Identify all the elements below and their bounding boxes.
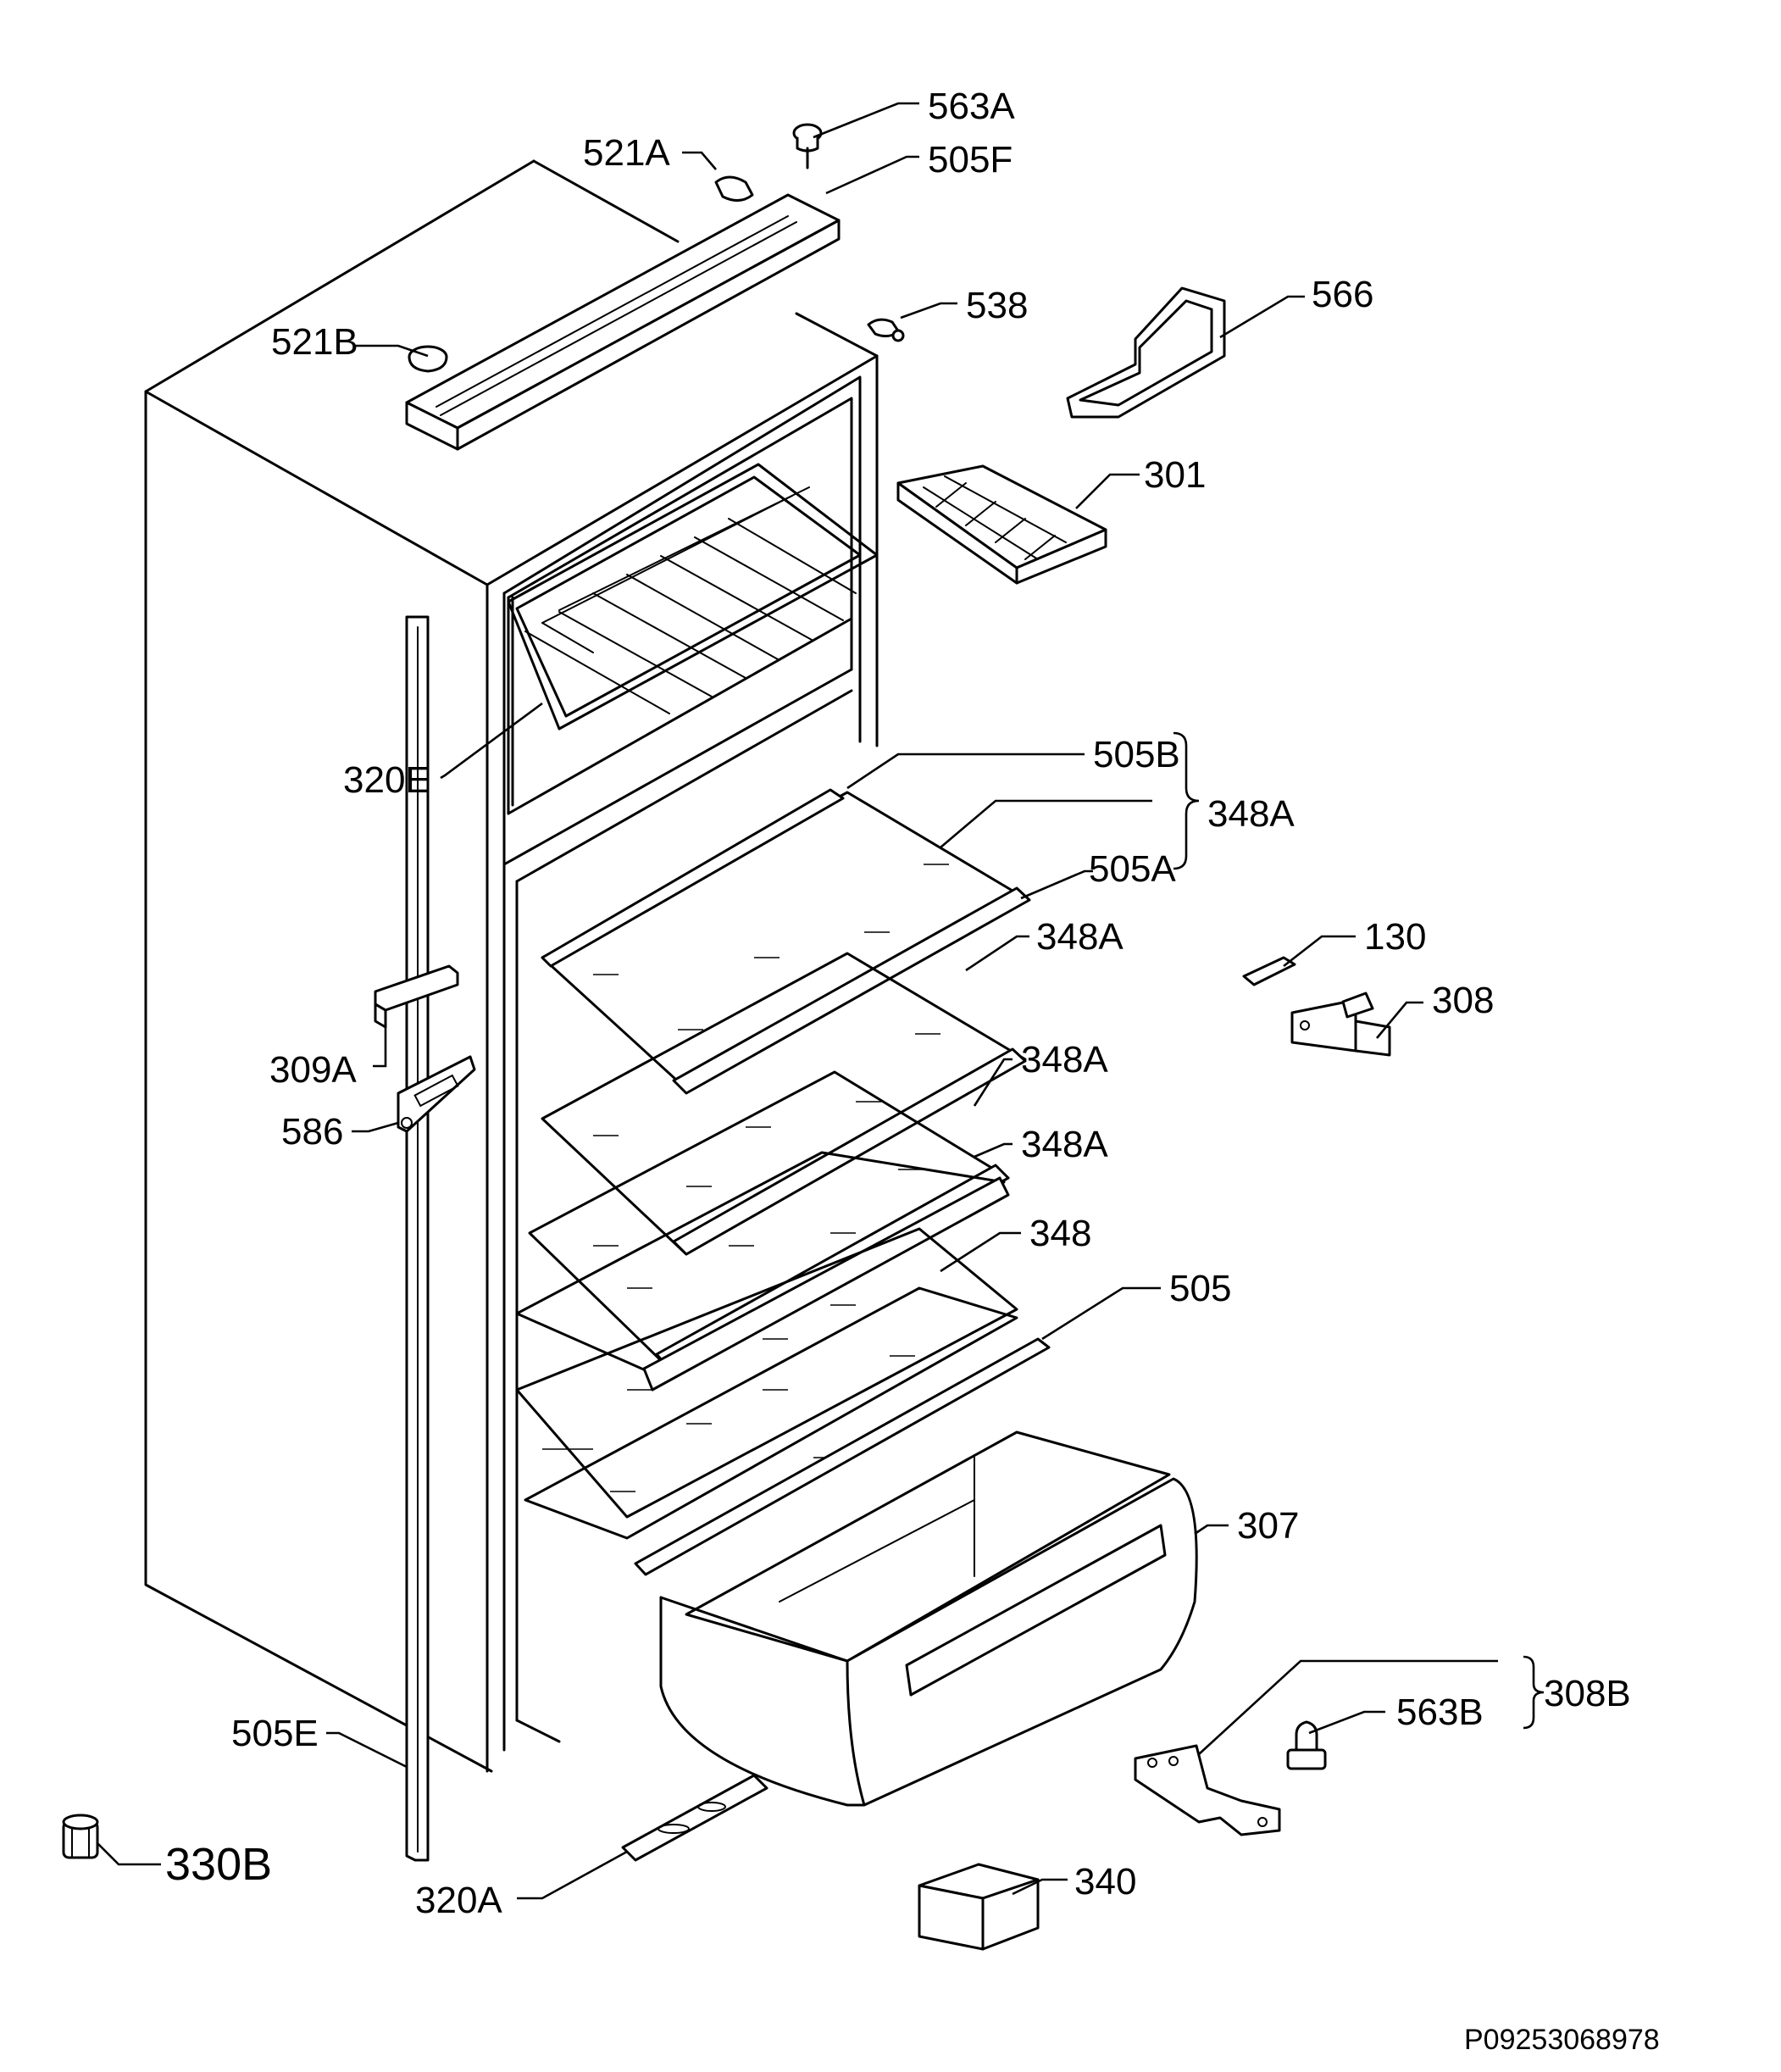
label-348a-group: 348A (1207, 793, 1295, 835)
crisper-drawer-307 (659, 1430, 1198, 1807)
label-521b: 521B (271, 321, 358, 363)
pin-563a (792, 123, 823, 169)
label-505e: 505E (231, 1713, 319, 1754)
label-309a: 309A (269, 1049, 357, 1091)
cabinet-body (144, 159, 879, 1773)
leader-lines (97, 102, 1545, 1900)
glass-shelf-348a-top (541, 788, 1031, 1095)
label-340: 340 (1074, 1861, 1136, 1903)
trim-strip-505 (634, 1337, 1051, 1576)
bottom-grille-320a (621, 1774, 768, 1862)
label-320a: 320A (415, 1880, 502, 1921)
freezer-shelf-320e (507, 463, 879, 730)
reference-number: P09253068978 (1464, 2024, 1660, 2056)
ice-tray-lid-566 (1066, 286, 1226, 419)
label-538: 538 (966, 285, 1028, 326)
spacer-130 (1242, 956, 1296, 986)
hinge-plate-586 (397, 1055, 476, 1133)
glass-shelf-348 (515, 1227, 1018, 1540)
glass-shelf-348a-2 (541, 952, 1027, 1256)
lower-hinge-308b (1134, 1744, 1281, 1836)
label-348: 348 (1029, 1213, 1091, 1254)
label-505a: 505A (1089, 848, 1176, 890)
label-521a: 521A (583, 132, 670, 174)
label-330b: 330B (165, 1839, 272, 1890)
foot-330b (62, 1814, 99, 1859)
label-130: 130 (1364, 916, 1426, 958)
label-308: 308 (1432, 980, 1494, 1021)
label-563a: 563A (928, 86, 1015, 127)
box-340 (918, 1863, 1040, 1951)
ice-cube-tray-301 (896, 464, 1107, 585)
label-348a-1: 348A (1036, 916, 1124, 958)
part-labels: 563A 505F 521A 538 566 521B 301 320E 505… (165, 86, 1660, 2056)
screw-563b (1286, 1720, 1327, 1770)
label-301: 301 (1144, 454, 1206, 496)
label-586: 586 (281, 1111, 343, 1153)
label-505b: 505B (1093, 734, 1180, 775)
hinge-308 (1290, 992, 1391, 1057)
hinge-pin-538 (867, 318, 905, 342)
hinge-cap-521a (714, 175, 754, 202)
door-seal-505e (405, 615, 430, 1862)
label-308b: 308B (1544, 1673, 1631, 1714)
label-348a-3: 348A (1021, 1124, 1108, 1165)
label-563b: 563B (1396, 1691, 1484, 1733)
top-hinge-bar-505f (405, 193, 841, 451)
label-348a-2: 348A (1021, 1039, 1108, 1080)
label-505: 505 (1169, 1268, 1231, 1309)
label-307: 307 (1237, 1505, 1299, 1547)
label-505f: 505F (928, 139, 1013, 181)
label-566: 566 (1312, 274, 1373, 315)
label-320e: 320E (343, 759, 430, 801)
